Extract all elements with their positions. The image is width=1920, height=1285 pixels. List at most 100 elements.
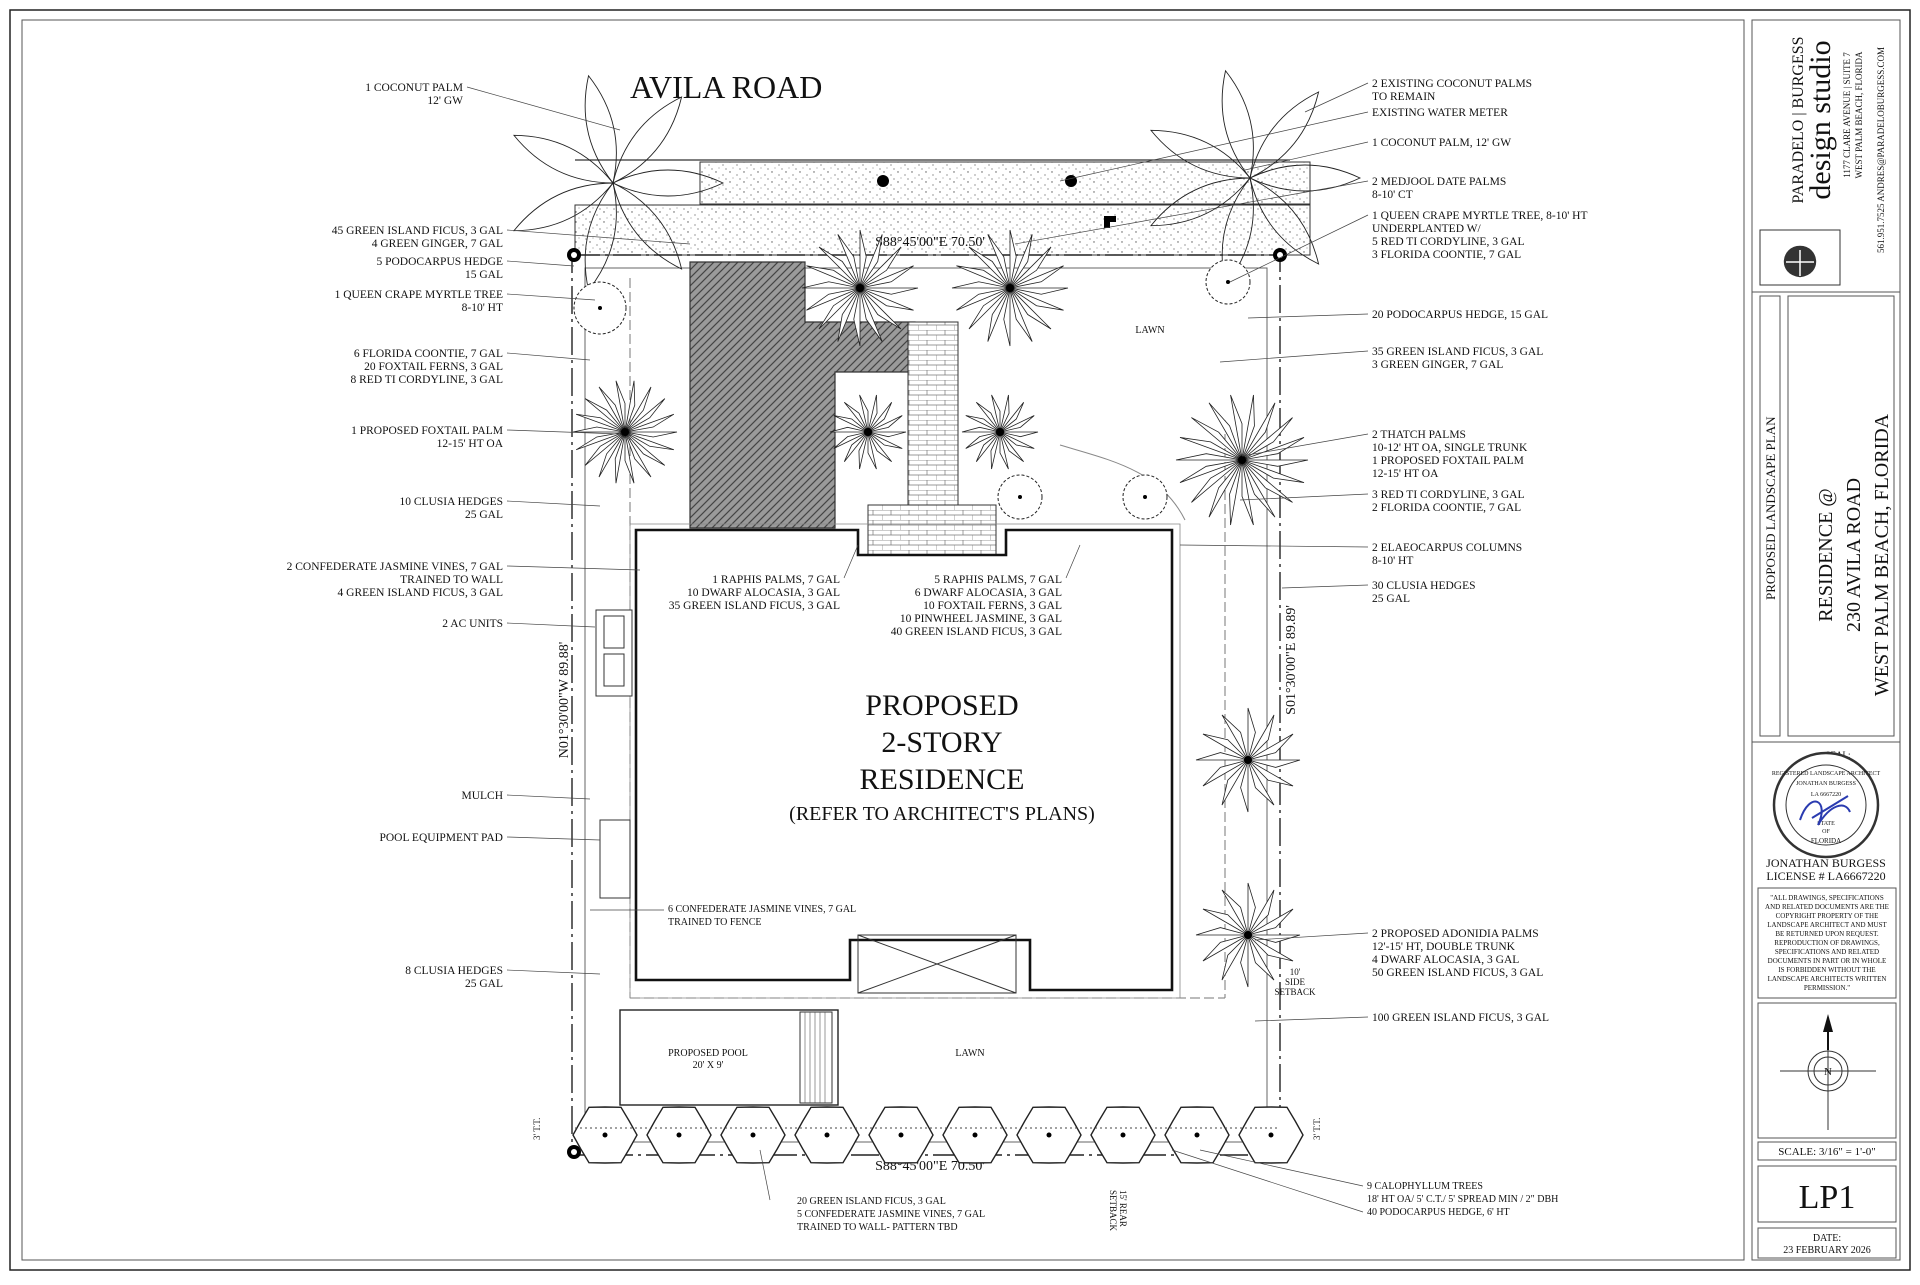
- road-name: AVILA ROAD: [630, 69, 822, 105]
- firm-logo: [1759, 229, 1841, 286]
- residence-footprint: [634, 528, 1174, 992]
- residence-note: (REFER TO ARCHITECT'S PLANS): [789, 803, 1095, 825]
- palm-symbol: [829, 394, 907, 470]
- copyright-line: LANDSCAPE ARCHITECTS WRITTEN: [1768, 975, 1887, 983]
- callout-left: MULCH: [461, 790, 503, 802]
- palm-symbol: [961, 394, 1039, 470]
- sheet-title: PROPOSED LANDSCAPE PLAN: [1763, 416, 1778, 600]
- lawn-label-bottom: LAWN: [955, 1048, 984, 1059]
- palm-symbol: [572, 380, 678, 484]
- title-block-frame: [1751, 19, 1901, 1261]
- calophyllum-tree-symbol: [942, 1106, 1008, 1164]
- rear-setback-1: 15' REAR: [1118, 1190, 1128, 1227]
- pool-size: 20' X 9': [693, 1060, 724, 1071]
- rear-terrace: [857, 934, 1017, 994]
- project-line-2: 230 AVILA ROAD: [1843, 478, 1865, 632]
- sidewalk: [699, 161, 1311, 205]
- calophyllum-tree-symbol: [868, 1106, 934, 1164]
- firm-address-2: WEST PALM BEACH, FLORIDA: [1854, 51, 1864, 179]
- calophyllum-tree-symbol: [720, 1106, 786, 1164]
- callout-left: POOL EQUIPMENT PAD: [379, 832, 503, 844]
- firm-name-2: design studio: [1804, 40, 1837, 199]
- copyright-line: IS FORBIDDEN WITHOUT THE: [1778, 966, 1875, 974]
- shrub-symbol: [1122, 474, 1168, 520]
- callout-right: EXISTING WATER METER: [1372, 107, 1508, 119]
- side-setback-1: 10': [1290, 967, 1301, 977]
- date-label: DATE:: [1813, 1233, 1841, 1244]
- architect-name: JONATHAN BURGESS: [1766, 856, 1886, 870]
- front-entry: [867, 504, 997, 558]
- coconut-palm-symbol: [1149, 69, 1362, 287]
- sheet-number: LP1: [1799, 1179, 1856, 1216]
- calophyllum-tree-symbol: [1016, 1106, 1082, 1164]
- dim-right: S01°30'00"E 89.89': [1284, 605, 1299, 715]
- corner-note-bl: 3' T.T.: [532, 1118, 542, 1140]
- dim-left: N01°30'00"W 89.88': [557, 642, 572, 758]
- pool-label: PROPOSED POOL: [668, 1048, 748, 1059]
- north-arrow: N: [1780, 1014, 1876, 1130]
- architect-license: LICENSE # LA6667220: [1766, 869, 1885, 883]
- project-line-3: WEST PALM BEACH, FLORIDA: [1871, 413, 1893, 696]
- seal-state-2: OF: [1822, 829, 1830, 835]
- shrub-symbol: [573, 281, 627, 335]
- copyright-line: DOCUMENTS IN PART OR IN WHOLE: [1768, 957, 1887, 965]
- title-block: PARADELO | BURGESS design studio 1177 CL…: [1752, 36, 1900, 1259]
- pool-equipment-pad: [599, 819, 631, 899]
- shrub-symbol: [1205, 259, 1251, 305]
- residence-label-1: PROPOSED: [865, 689, 1018, 722]
- firm-address-1: 1177 CLARE AVENUE | SUITE 7: [1842, 52, 1852, 178]
- north-label: N: [1824, 1066, 1832, 1078]
- property-line: [571, 254, 1281, 1156]
- side-setback-2: SIDE: [1285, 977, 1306, 987]
- seal-name: JONATHAN BURGESS: [1796, 781, 1856, 787]
- callout-left: 2 AC UNITS: [442, 618, 503, 630]
- corner-note-br: 3' T.T.: [1312, 1118, 1322, 1140]
- shrub-symbol: [997, 474, 1043, 520]
- seal-state-1: STATE: [1817, 821, 1835, 827]
- signature: [1799, 795, 1851, 826]
- copyright-line: AND RELATED DOCUMENTS ARE THE: [1765, 903, 1889, 911]
- calophyllum-tree-symbol: [1090, 1106, 1156, 1164]
- residence-label-3: RESIDENCE: [860, 763, 1025, 796]
- calophyllum-tree-symbol: [572, 1106, 638, 1164]
- palm-symbol: [1195, 707, 1301, 813]
- callout-right: 1 COCONUT PALM, 12' GW: [1372, 137, 1511, 149]
- copyright-line: PERMISSION.": [1804, 984, 1850, 992]
- proposed-pool: [619, 1009, 839, 1106]
- copyright-line: REPRODUCTION OF DRAWINGS,: [1774, 939, 1880, 947]
- firm-name-1: PARADELO | BURGESS: [1790, 36, 1807, 203]
- calophyllum-tree-symbol: [794, 1106, 860, 1164]
- seal-license: LA 6667220: [1811, 792, 1841, 798]
- calophyllum-tree-symbol: [646, 1106, 712, 1164]
- existing-palm-dot: [877, 175, 889, 187]
- seal-state-3: FLORIDA: [1811, 837, 1841, 845]
- copyright-line: "ALL DRAWINGS, SPECIFICATIONS: [1770, 894, 1884, 902]
- walkway: [907, 321, 959, 507]
- date-value: 23 FEBRUARY 2026: [1783, 1245, 1870, 1256]
- residence-label-2: 2-STORY: [881, 726, 1002, 759]
- firm-contact: 561.951.7525 ANDRES@PARADELOBURGESS.COM: [1876, 47, 1886, 253]
- palm-symbol: [951, 229, 1069, 347]
- seal-ring-text: REGISTERED LANDSCAPE ARCHITECT: [1772, 771, 1881, 777]
- palm-symbol: [1195, 882, 1301, 988]
- plant-symbols: [512, 69, 1362, 1164]
